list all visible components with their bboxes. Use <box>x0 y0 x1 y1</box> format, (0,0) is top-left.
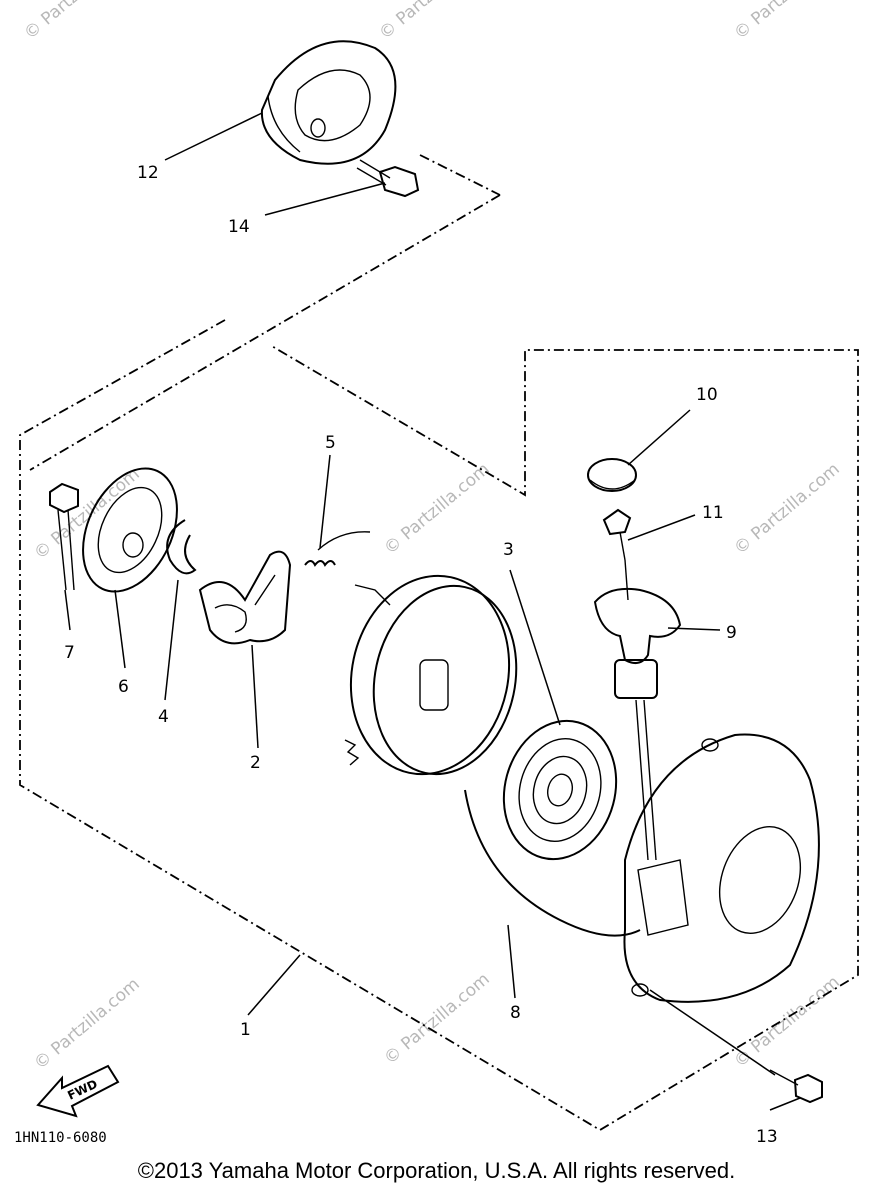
part-2-ratchet-guide <box>198 550 292 645</box>
starter-case <box>623 733 820 1003</box>
callout-1: 1 <box>240 1020 251 1040</box>
watermark: © Partzilla.com <box>30 974 143 1074</box>
recoil-starter-assembly-outline <box>19 319 859 1132</box>
part-7-bolt <box>49 482 79 591</box>
pulley-group-outline <box>29 194 501 471</box>
watermarks: © Partzilla.com © Partzilla.com © Partzi… <box>20 0 843 1074</box>
watermark: © Partzilla.com <box>730 0 843 44</box>
fwd-label: FWD <box>65 1077 99 1103</box>
leader-lines <box>64 112 801 1111</box>
callout-12: 12 <box>137 163 159 183</box>
callout-4: 4 <box>158 707 169 727</box>
callout-7: 7 <box>64 643 75 663</box>
sheave-drum <box>344 574 518 776</box>
callout-14: 14 <box>228 217 250 237</box>
copyright-notice: ©2013 Yamaha Motor Corporation, U.S.A. A… <box>137 1158 736 1183</box>
callout-8: 8 <box>510 1003 521 1023</box>
fwd-arrow: FWD <box>36 1064 120 1118</box>
part-5-spring <box>304 531 371 567</box>
callout-5: 5 <box>325 433 336 453</box>
callouts: 12 14 10 11 9 5 3 7 6 4 2 8 1 13 <box>64 163 778 1147</box>
part-12-drive-pulley <box>260 40 397 165</box>
part-11-nut <box>602 508 632 561</box>
drive-plate-link-line <box>419 154 501 196</box>
assembly-outlines <box>19 154 859 1132</box>
callout-11: 11 <box>702 503 724 523</box>
callout-3: 3 <box>503 540 514 560</box>
watermark: © Partzilla.com <box>375 0 488 44</box>
callout-10: 10 <box>696 385 718 405</box>
part-14-bolt <box>356 159 420 198</box>
callout-6: 6 <box>118 677 129 697</box>
watermark: © Partzilla.com <box>380 969 493 1069</box>
watermark: © Partzilla.com <box>20 0 133 44</box>
watermark: © Partzilla.com <box>30 464 143 564</box>
part-3-recoil-spring <box>502 719 618 861</box>
watermark: © Partzilla.com <box>380 459 493 559</box>
part-8-starter-rope <box>464 789 641 937</box>
part-4-spring-clip <box>166 519 197 575</box>
callout-13: 13 <box>756 1127 778 1147</box>
callout-2: 2 <box>250 753 261 773</box>
watermark: © Partzilla.com <box>730 459 843 559</box>
callout-9: 9 <box>726 623 737 643</box>
part-9-handle <box>593 559 682 861</box>
part-13-bolt <box>769 1069 823 1104</box>
diagram-code: 1HN110-6080 <box>14 1130 107 1146</box>
part-10-cap <box>587 458 637 492</box>
